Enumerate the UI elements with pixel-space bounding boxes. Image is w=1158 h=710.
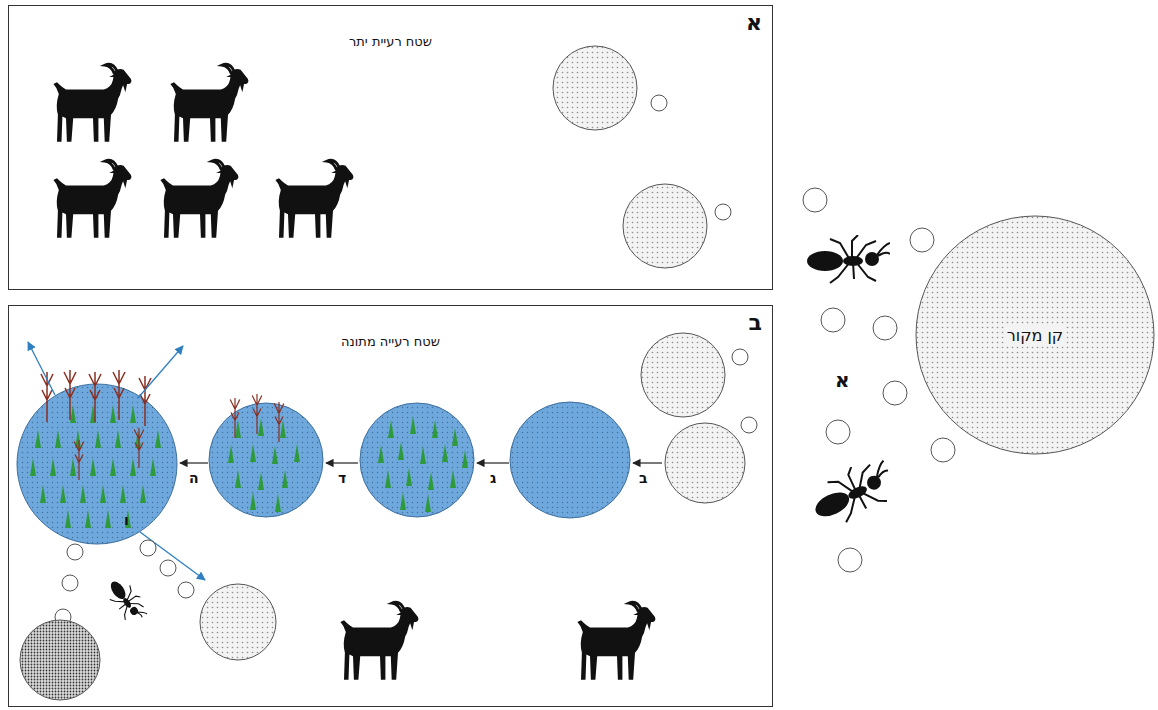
grass-nest (360, 403, 474, 517)
goat (53, 160, 131, 237)
callout-letter: ב (639, 470, 648, 486)
dispersal-arrows (28, 342, 205, 580)
nest (641, 333, 725, 417)
small-circle (838, 548, 862, 572)
small-circle (140, 540, 156, 556)
goat (275, 160, 353, 237)
ant (805, 453, 901, 532)
nest (200, 584, 276, 660)
arrow (140, 532, 205, 580)
nest-circle: קן מקור (915, 215, 1155, 455)
arrow (138, 346, 183, 398)
ant (807, 235, 890, 283)
arrow (477, 462, 509, 463)
small-circle (826, 420, 850, 444)
scene-panel: בשטח רעייה מתונה (8, 305, 773, 707)
small-circle (821, 308, 845, 332)
small-circle (883, 381, 907, 405)
succession-circles (17, 384, 630, 544)
grass (30, 405, 468, 528)
arrow (633, 462, 662, 463)
dense-nest (20, 620, 100, 700)
small-circle (651, 95, 667, 111)
panel-letter: א (746, 10, 762, 35)
small-circle (732, 349, 748, 365)
callout-letter: א (835, 368, 850, 392)
panel-letter: ב (749, 310, 762, 335)
nest-label: קן מקור (1004, 325, 1066, 346)
scene-panel: אשטח רעיית יתר (8, 5, 773, 290)
ant (102, 574, 150, 627)
succession-arrows (180, 462, 662, 463)
small-circle (160, 560, 176, 576)
new-nests (20, 540, 276, 700)
goat (160, 160, 238, 237)
goat (53, 64, 131, 141)
goat (170, 64, 248, 141)
small-circle (803, 188, 827, 212)
nest (623, 184, 707, 268)
shrub-nest (209, 403, 323, 517)
small-circle (873, 316, 897, 340)
panel-title: שטח רעיית יתר (9, 34, 772, 49)
nest (553, 46, 637, 130)
nest (665, 423, 745, 503)
small-circle (62, 575, 78, 591)
small-circle (741, 417, 757, 433)
callout-letter: ה (189, 470, 199, 486)
nests-b (641, 333, 757, 503)
small-circle (715, 204, 731, 220)
goats-overgrazing (53, 64, 353, 237)
goat (340, 602, 418, 679)
arrow (180, 462, 208, 463)
callout-letter: ג (490, 470, 496, 486)
nest-circle-shape (916, 216, 1154, 454)
panel-title: שטח רעייה מתונה (9, 334, 772, 349)
goat (577, 602, 655, 679)
bare-nest (510, 402, 630, 518)
shrubs (41, 370, 284, 480)
callout-letter: ד (338, 470, 346, 486)
small-circle (67, 544, 83, 560)
arrow (28, 342, 55, 395)
small-circle (931, 438, 955, 462)
arrow (326, 462, 358, 463)
callout-letter: ו (124, 512, 129, 528)
mature-nest (17, 384, 177, 544)
nests-a (553, 46, 731, 268)
small-circle (178, 582, 194, 598)
small-circle (910, 228, 934, 252)
